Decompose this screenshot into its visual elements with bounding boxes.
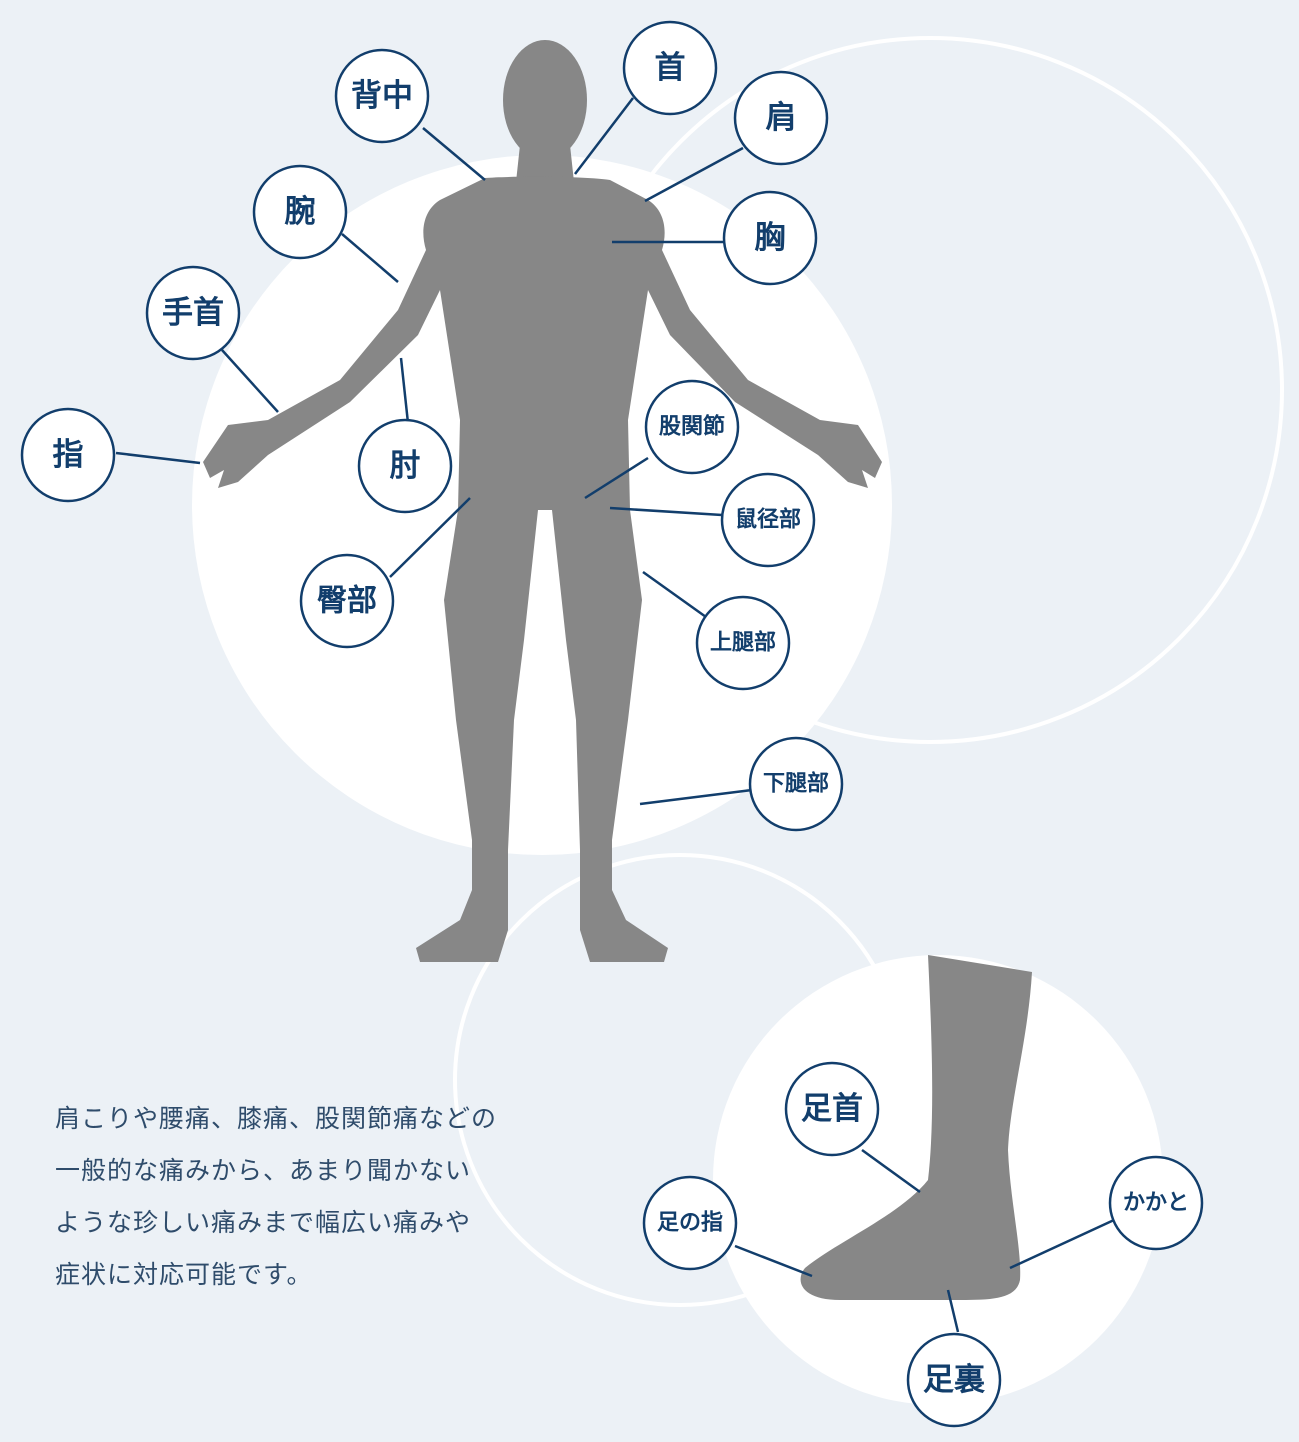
- label-yubi: 指: [20, 407, 116, 503]
- label-ashinoyubi: 足の指: [642, 1175, 738, 1271]
- foot-silhouette: [800, 955, 1032, 1300]
- label-sokeibu-text: 鼠径部: [735, 507, 801, 533]
- description-line-3: ような珍しい痛みまで幅広い痛みや: [55, 1208, 472, 1237]
- label-denbu-text: 臀部: [317, 584, 377, 619]
- label-kata-text: 肩: [766, 100, 797, 136]
- label-denbu: 臀部: [299, 553, 395, 649]
- label-ude: 腕: [252, 164, 348, 260]
- label-katai: 下腿部: [748, 736, 844, 832]
- label-hiji-text: 肘: [390, 448, 421, 484]
- label-ude-text: 腕: [285, 194, 316, 230]
- description-text: 肩こりや腰痛、膝痛、股関節痛などの 一般的な痛みから、あまり聞かない ような珍し…: [55, 1093, 615, 1301]
- connector-lines: [115, 97, 1115, 1333]
- label-mune-text: 胸: [755, 220, 786, 256]
- description-line-4: 症状に対応可能です。: [55, 1260, 313, 1289]
- description-line-2: 一般的な痛みから、あまり聞かない: [55, 1156, 472, 1185]
- label-tekubi-text: 手首: [162, 295, 224, 331]
- label-senaka: 背中: [334, 48, 430, 144]
- label-kokansetsu-text: 股関節: [659, 414, 725, 440]
- label-kokansetsu: 股関節: [644, 379, 740, 475]
- label-kakato-text: かかと: [1123, 1191, 1189, 1216]
- label-tekubi: 手首: [145, 265, 241, 361]
- label-kubi: 首: [622, 20, 718, 116]
- label-ashiura-text: 足裏: [923, 1362, 986, 1398]
- label-sokeibu: 鼠径部: [720, 472, 816, 568]
- label-kubi-text: 首: [655, 50, 686, 86]
- label-mune: 胸: [722, 190, 818, 286]
- label-katai-text: 下腿部: [763, 771, 829, 797]
- description-line-1: 肩こりや腰痛、膝痛、股関節痛などの: [55, 1104, 498, 1133]
- label-ashikubi: 足首: [784, 1061, 880, 1157]
- label-ashiura: 足裏: [906, 1332, 1002, 1428]
- label-yubi-text: 指: [53, 437, 84, 473]
- label-senaka-text: 背中: [351, 78, 413, 114]
- label-kata: 肩: [733, 70, 829, 166]
- label-ashikubi-text: 足首: [801, 1091, 863, 1127]
- label-jotaibu: 上腿部: [695, 595, 791, 691]
- label-hiji: 肘: [357, 418, 453, 514]
- label-ashinoyubi-text: 足の指: [657, 1211, 723, 1236]
- body-silhouette: [203, 40, 882, 963]
- label-kakato: かかと: [1108, 1155, 1204, 1251]
- label-jotaibu-text: 上腿部: [710, 630, 776, 656]
